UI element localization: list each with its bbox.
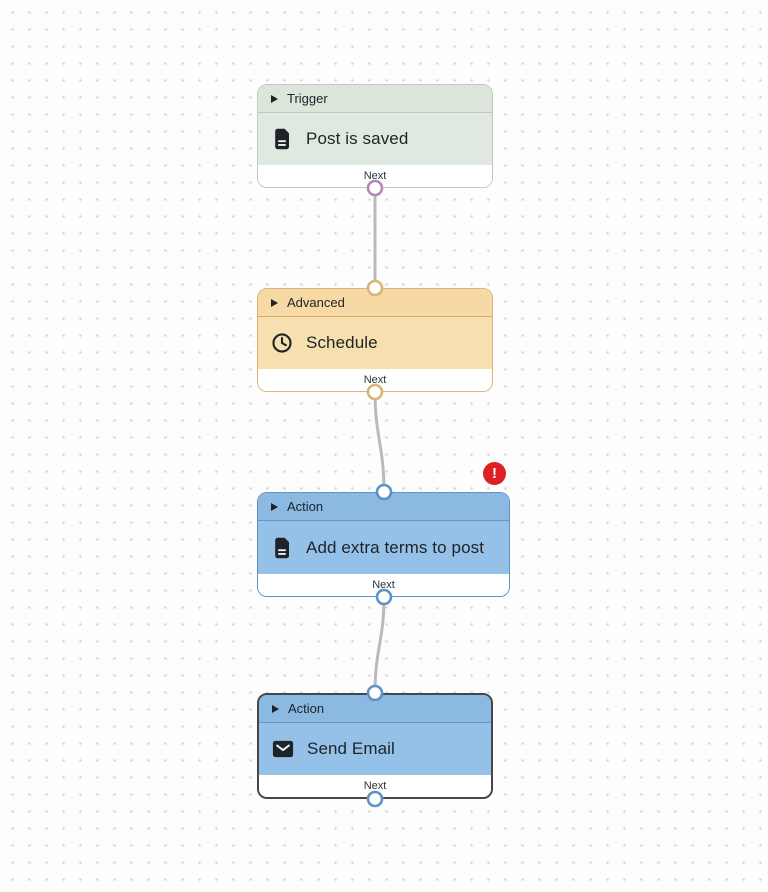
node-footer: Next	[258, 369, 492, 391]
node-trigger-post-is-saved[interactable]: Trigger Post is saved Next	[257, 84, 493, 188]
node-title: Schedule	[306, 333, 378, 352]
next-branch-label: Next	[363, 780, 387, 792]
port-out-advanced[interactable]	[366, 383, 384, 401]
envelope-icon	[272, 740, 294, 758]
port-out-action2[interactable]	[366, 790, 384, 808]
node-header: Trigger	[258, 85, 492, 113]
collapse-caret-icon[interactable]	[271, 94, 278, 103]
node-footer: Next	[259, 775, 491, 797]
node-body: Schedule	[258, 317, 492, 369]
port-out-action1[interactable]	[375, 588, 393, 606]
next-branch-label: Next	[372, 579, 395, 591]
document-icon	[271, 537, 293, 559]
node-category-label: Trigger	[287, 91, 328, 106]
node-category-label: Action	[288, 701, 325, 716]
clock-icon	[271, 332, 293, 354]
node-header: Advanced	[258, 289, 492, 317]
port-in-action1[interactable]	[375, 483, 393, 501]
collapse-caret-icon[interactable]	[271, 298, 278, 307]
node-footer: Next	[258, 574, 509, 596]
node-title: Post is saved	[306, 129, 409, 148]
node-advanced-schedule[interactable]: Advanced Schedule Next	[257, 288, 493, 392]
error-badge[interactable]: !	[483, 462, 506, 485]
node-body: Post is saved	[258, 113, 492, 165]
next-branch-label: Next	[363, 374, 387, 386]
node-action-send-email[interactable]: Action Send Email Next	[257, 693, 493, 799]
node-body: Add extra terms to post	[258, 521, 509, 574]
error-badge-symbol: !	[492, 465, 497, 482]
node-title: Send Email	[307, 739, 395, 758]
node-body: Send Email	[259, 723, 491, 775]
port-in-action2[interactable]	[366, 684, 384, 702]
port-in-advanced[interactable]	[366, 279, 384, 297]
collapse-caret-icon[interactable]	[272, 704, 279, 713]
node-category-label: Advanced	[287, 295, 345, 310]
next-branch-label: Next	[363, 170, 387, 182]
collapse-caret-icon[interactable]	[271, 502, 278, 511]
node-category-label: Action	[287, 499, 324, 514]
connector-advanced-to-action1[interactable]	[373, 390, 386, 494]
port-out-trigger[interactable]	[366, 179, 384, 197]
node-footer: Next	[258, 165, 492, 187]
node-action-add-extra-terms[interactable]: Action Add extra terms to post Next	[257, 492, 510, 597]
connector-action1-to-action2[interactable]	[373, 595, 386, 695]
document-icon	[271, 128, 293, 150]
node-title: Add extra terms to post	[306, 537, 485, 557]
